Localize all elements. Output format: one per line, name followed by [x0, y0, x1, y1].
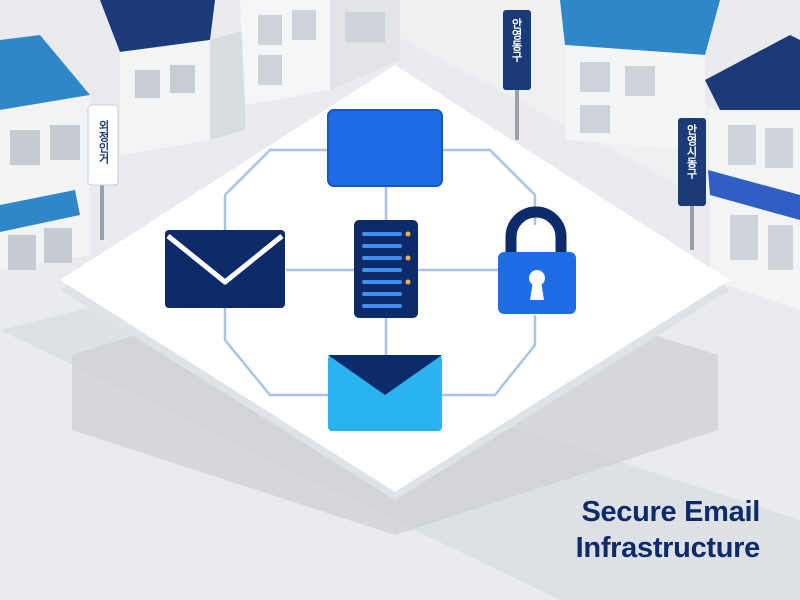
caption-line-1: Secure Email [581, 496, 760, 528]
building-top-right [560, 0, 720, 150]
building-left [0, 35, 90, 270]
street-sign-left-label: 외정인거 [97, 120, 110, 164]
folder-icon [327, 109, 443, 187]
street-sign-top [503, 10, 531, 140]
padlock-icon [498, 206, 576, 314]
street-sign-right-label: 안영시동구 [685, 124, 698, 179]
server-icon [354, 220, 418, 318]
street-sign-right [678, 118, 706, 250]
envelope-icon-left [165, 230, 285, 308]
building-top-left [100, 0, 245, 155]
envelope-icon-bottom [328, 355, 442, 431]
building-right [705, 35, 800, 310]
building-top-center [240, 0, 400, 105]
caption-title: Secure Email Infrastructure [575, 494, 761, 566]
network-connectors [223, 148, 537, 397]
street-sign-left [87, 104, 119, 240]
street-sign-top-label: 안영동구 [510, 18, 523, 62]
caption-line-2: Infrastructure [575, 532, 761, 564]
